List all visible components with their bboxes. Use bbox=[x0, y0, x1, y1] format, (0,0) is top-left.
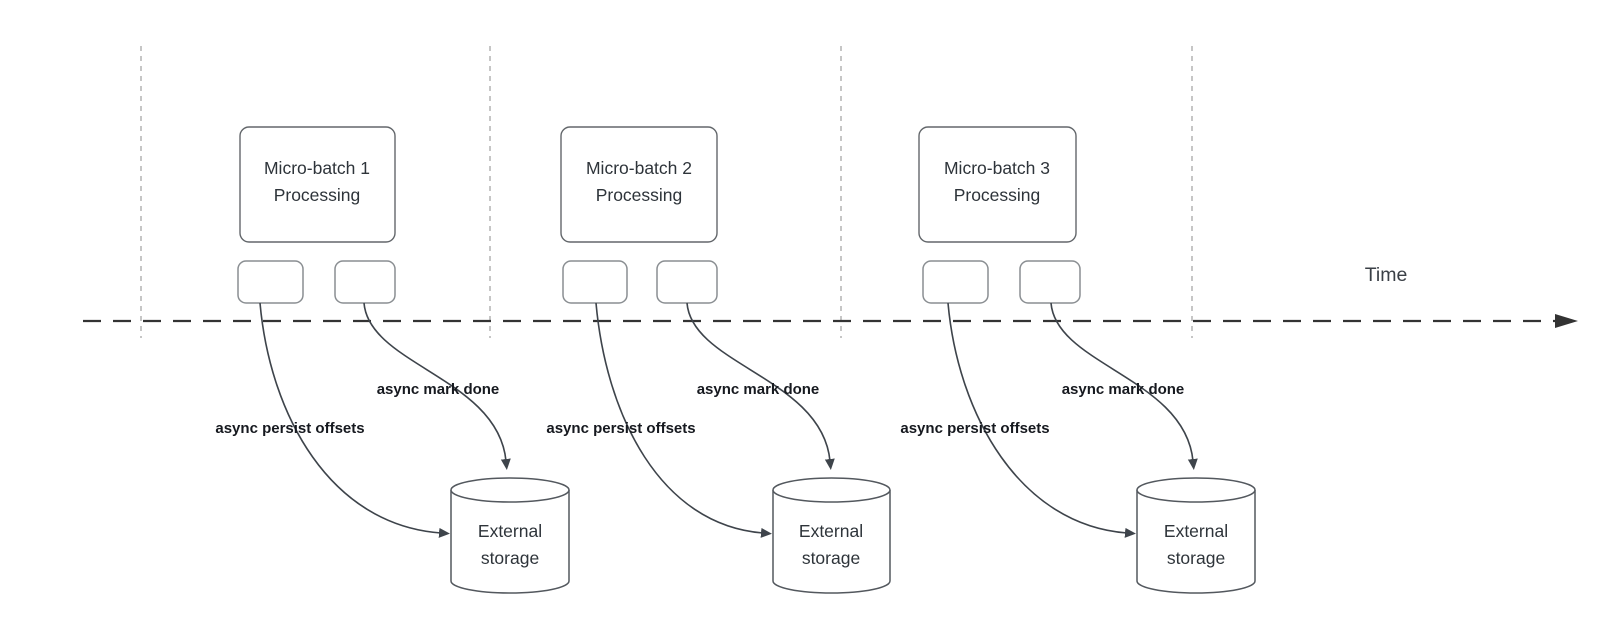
processing-box-1-title-line1: Micro-batch 1 bbox=[264, 158, 370, 178]
task-box-1b bbox=[334, 260, 396, 304]
mark-done-label-1: async mark done bbox=[377, 381, 500, 398]
batch-group-3: Micro-batch 3 Processing async persist o… bbox=[900, 126, 1256, 594]
persist-offsets-arrow-1 bbox=[259, 302, 450, 538]
processing-box-2-title-line1: Micro-batch 2 bbox=[586, 158, 692, 178]
storage-label-3-line1: External bbox=[1164, 521, 1228, 541]
task-box-1a bbox=[237, 260, 304, 304]
mark-done-arrow-3 bbox=[1050, 302, 1198, 470]
persist-offsets-label-2: async persist offsets bbox=[546, 420, 695, 437]
time-axis-arrowhead-icon bbox=[1555, 314, 1578, 328]
task-box-3a bbox=[922, 260, 989, 304]
cylinder-top-2 bbox=[772, 477, 891, 503]
time-axis: Time bbox=[83, 264, 1578, 328]
storage-label-2-line2: storage bbox=[802, 548, 860, 568]
persist-offsets-label-1: async persist offsets bbox=[215, 420, 364, 437]
persist-offsets-label-3: async persist offsets bbox=[900, 420, 1049, 437]
external-storage-cylinder-1: External storage bbox=[450, 477, 570, 594]
external-storage-cylinder-3: External storage bbox=[1136, 477, 1256, 594]
cylinder-top-3 bbox=[1136, 477, 1256, 503]
storage-label-1-line2: storage bbox=[481, 548, 539, 568]
mark-done-label-3: async mark done bbox=[1062, 381, 1185, 398]
mark-done-label-2: async mark done bbox=[697, 381, 820, 398]
task-box-2a bbox=[562, 260, 628, 304]
storage-label-1-line1: External bbox=[478, 521, 542, 541]
processing-box-3-title-line2: Processing bbox=[954, 185, 1041, 205]
mark-done-arrow-2 bbox=[686, 302, 835, 470]
batch-group-2: Micro-batch 2 Processing async persist o… bbox=[546, 126, 891, 594]
persist-offsets-arrow-2 bbox=[595, 302, 772, 538]
interval-gridlines bbox=[140, 46, 1193, 338]
cylinder-body-1 bbox=[450, 490, 570, 594]
persist-offsets-arrow-3 bbox=[947, 302, 1136, 538]
processing-box-3-title-line1: Micro-batch 3 bbox=[944, 158, 1050, 178]
batch-group-1: Micro-batch 1 Processing async persist o… bbox=[215, 126, 570, 594]
storage-label-3-line2: storage bbox=[1167, 548, 1225, 568]
processing-box-1-title-line2: Processing bbox=[274, 185, 361, 205]
cylinder-body-3 bbox=[1136, 490, 1256, 594]
processing-box-3 bbox=[918, 126, 1077, 243]
mark-done-arrow-1 bbox=[363, 302, 511, 470]
task-box-3b bbox=[1019, 260, 1081, 304]
task-box-2b bbox=[656, 260, 718, 304]
cylinder-top-1 bbox=[450, 477, 570, 503]
time-axis-label: Time bbox=[1365, 264, 1408, 286]
cylinder-body-2 bbox=[772, 490, 891, 594]
external-storage-cylinder-2: External storage bbox=[772, 477, 891, 594]
processing-box-1 bbox=[239, 126, 396, 243]
storage-label-2-line1: External bbox=[799, 521, 863, 541]
processing-box-2-title-line2: Processing bbox=[596, 185, 683, 205]
processing-box-2 bbox=[560, 126, 718, 243]
